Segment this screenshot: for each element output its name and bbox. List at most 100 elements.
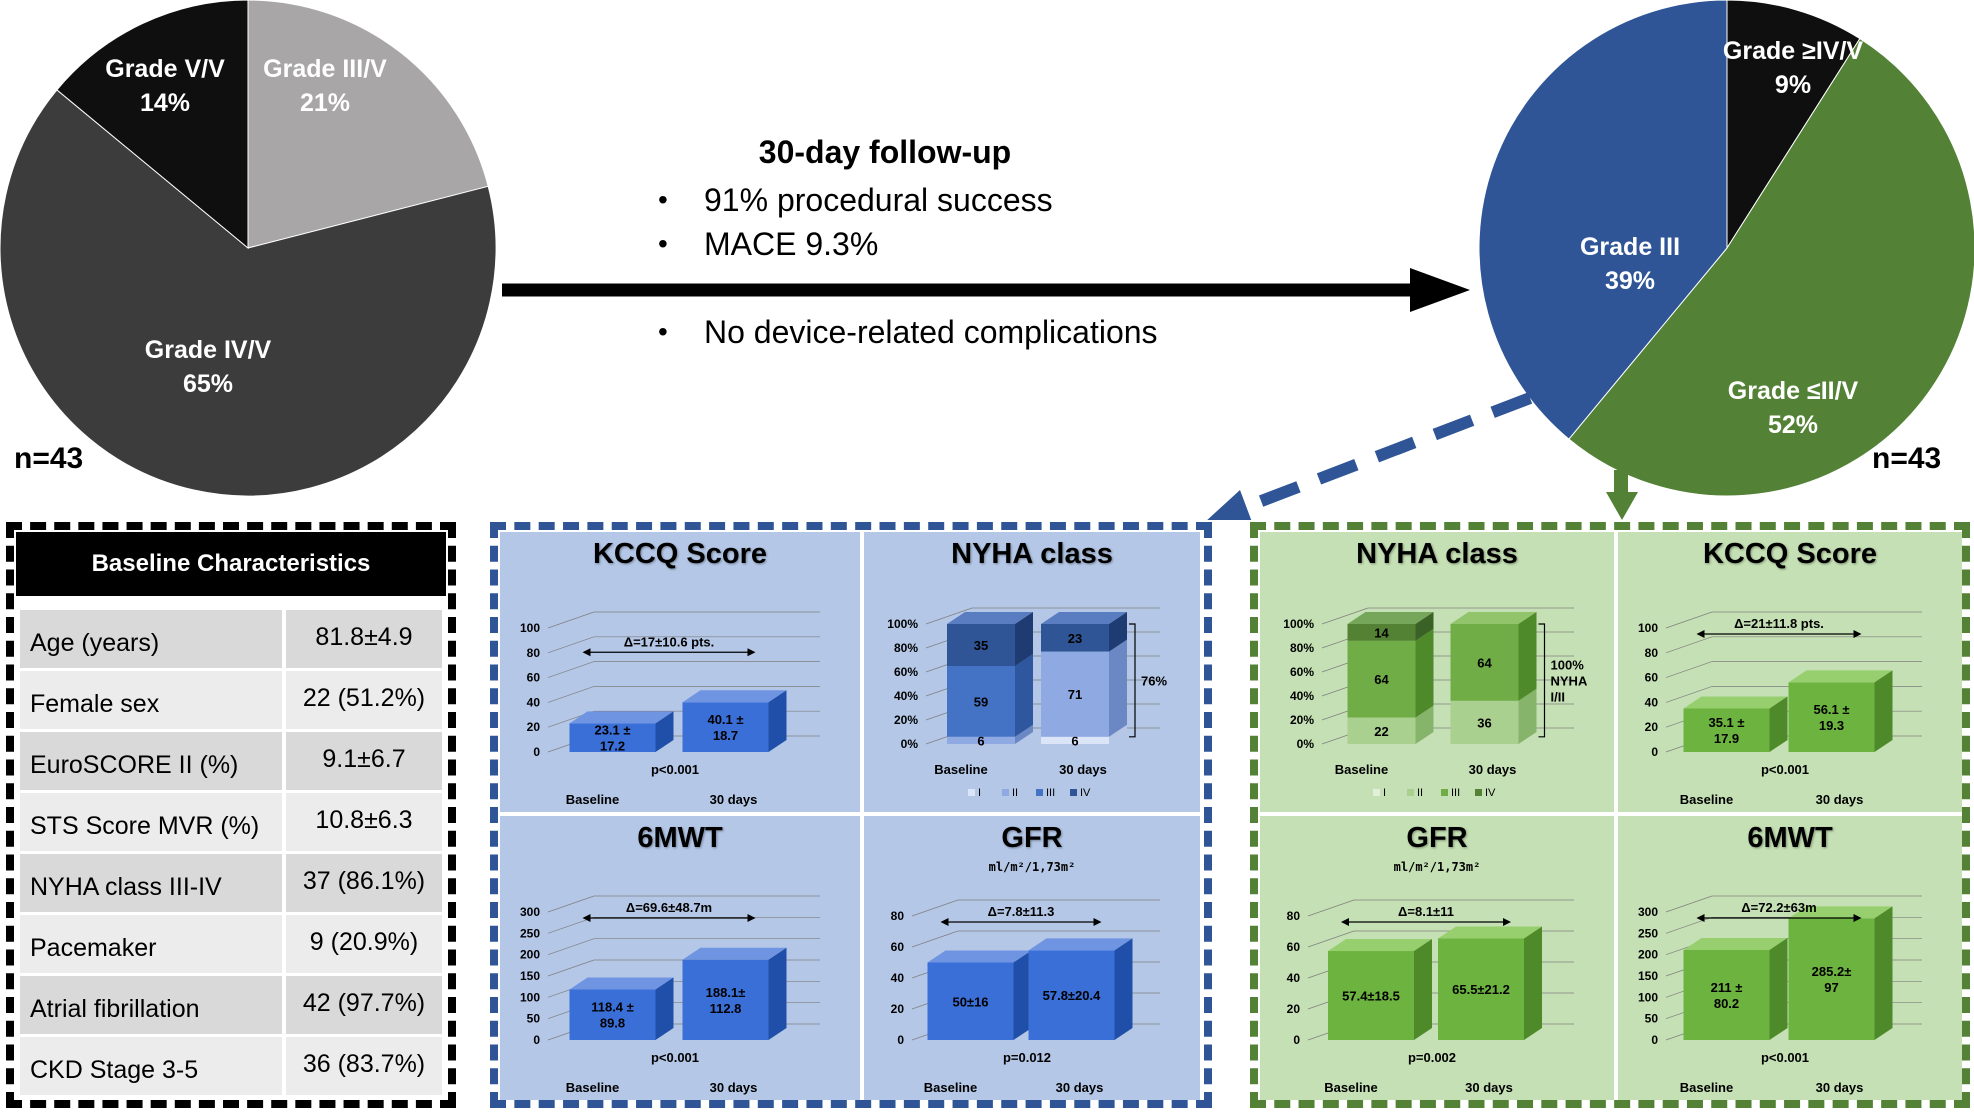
bar-0-top	[1328, 939, 1432, 952]
delta-arrow-head-left	[582, 914, 591, 922]
grid-diagonal	[547, 959, 595, 977]
delta-arrow-head-right	[1503, 918, 1511, 926]
stack-seg-0-3-front	[1347, 624, 1416, 641]
y-tick-label: 60%	[894, 665, 918, 679]
y-tick-label: 40%	[1290, 689, 1314, 703]
bar-1-front	[682, 702, 769, 752]
delta-arrow-head-left	[1696, 914, 1705, 922]
bar-0-side	[1414, 939, 1432, 1040]
stack-seg-1-1-front	[1450, 700, 1519, 744]
bar-0-front	[927, 962, 1014, 1040]
stack-seg-1-3-front	[1041, 624, 1109, 652]
bar-value-label: 18.7	[713, 728, 738, 743]
bar-0	[569, 977, 674, 1040]
x-category-label: Baseline	[1680, 1080, 1733, 1095]
bar-1-side	[1114, 938, 1133, 1040]
legend-swatch	[1475, 789, 1482, 796]
y-tick-label: 20%	[1290, 713, 1314, 727]
stack-seg-0-2-front	[1347, 640, 1416, 718]
row-value: 81.8±4.9	[286, 610, 442, 668]
bar-1-side	[768, 690, 787, 752]
x-category-label: 30 days	[1816, 792, 1864, 807]
bracket-label: 100%	[1551, 657, 1585, 672]
delta-arrow-head-right	[1853, 914, 1862, 922]
y-tick-label: 0	[533, 1033, 540, 1047]
pie-after-n: n=43	[1872, 442, 1942, 475]
x-category-label: Baseline	[566, 1080, 619, 1095]
grid-diagonal	[1665, 917, 1713, 934]
legend-swatch	[1441, 789, 1448, 796]
followup-item: MACE 9.3%	[650, 222, 1158, 266]
pie-layer	[0, 0, 1974, 520]
chart-title: 6MWT	[637, 822, 723, 854]
bar-1-front	[1788, 682, 1875, 752]
legend-label: III	[1046, 787, 1055, 799]
x-category-label: Baseline	[1680, 792, 1733, 807]
bracket-label: NYHA	[1551, 673, 1588, 688]
bar-0-front	[1328, 951, 1414, 1040]
legend-swatch	[1407, 789, 1414, 796]
y-tick-label: 80	[891, 909, 905, 923]
bar-value-label: 65.5±21.2	[1452, 982, 1510, 997]
bar-value-label: 211 ±	[1711, 980, 1743, 995]
bar-1-top	[1438, 926, 1542, 939]
bar-0-side	[655, 977, 674, 1040]
bar-0-front	[569, 989, 656, 1040]
grid-diagonal	[911, 930, 959, 948]
row-value: 22 (51.2%)	[286, 671, 442, 729]
delta-arrow-head-right	[1093, 918, 1102, 926]
y-tick-label: 60	[527, 671, 541, 685]
delta-arrow-head-left	[940, 918, 949, 926]
bar-1-front	[1788, 918, 1875, 1040]
segment-label: 14	[1374, 625, 1389, 640]
green-arrow-head	[1606, 492, 1638, 520]
y-tick-label: 20	[891, 1002, 905, 1016]
delta-label: Δ=7.8±11.3	[988, 904, 1055, 919]
bar-0-front	[1683, 708, 1770, 752]
y-tick-label: 200	[520, 948, 540, 962]
grid-diagonal	[1665, 895, 1713, 913]
bar-value-label: 17.9	[1714, 731, 1739, 746]
y-tick-label: 0	[1651, 745, 1658, 759]
row-label: Atrial fibrillation	[20, 976, 282, 1034]
grid-diagonal	[547, 661, 595, 678]
bar-value-label: 285.2±	[1812, 964, 1852, 979]
y-tick-label: 100	[520, 621, 540, 635]
pie-before-slice-1	[0, 89, 497, 497]
grid-diagonal	[547, 636, 595, 654]
stack-seg-0-3-top	[947, 612, 1033, 624]
bracket-label: 76%	[1141, 673, 1167, 688]
stack-seg-0-2	[1347, 628, 1434, 718]
legend-label: II	[1417, 787, 1423, 799]
bar-value-label: 57.8±20.4	[1043, 988, 1102, 1003]
pie-before-slice-0	[247, 0, 489, 249]
stack-seg-1-1-side	[1109, 639, 1127, 737]
y-tick-label: 0	[897, 1033, 904, 1047]
grid-diagonal	[547, 938, 595, 955]
stack-seg-1-2-front	[1450, 624, 1519, 701]
stack-seg-0-2-side	[1015, 654, 1033, 737]
stack-seg-0-3	[947, 612, 1033, 666]
bar-1	[1788, 670, 1893, 752]
row-value: 42 (97.7%)	[286, 976, 442, 1034]
delta-arrow-head-left	[1341, 918, 1349, 926]
row-label: STS Score MVR (%)	[20, 793, 282, 851]
segment-label: 64	[1374, 672, 1389, 687]
bar-value-label: 56.1 ±	[1813, 702, 1849, 717]
y-tick-label: 300	[1638, 905, 1658, 919]
y-tick-label: 40	[1287, 971, 1301, 985]
followup-item: No device-related complications	[650, 310, 1158, 354]
y-tick-label: 100%	[1283, 617, 1314, 631]
stack-seg-1-3-side	[1109, 612, 1127, 652]
stack-seg-1-2-side	[1518, 612, 1537, 701]
y-tick-label: 100	[1638, 990, 1658, 1004]
chart-title: 6MWT	[1747, 822, 1833, 854]
pie-before-slice-2	[56, 0, 249, 250]
